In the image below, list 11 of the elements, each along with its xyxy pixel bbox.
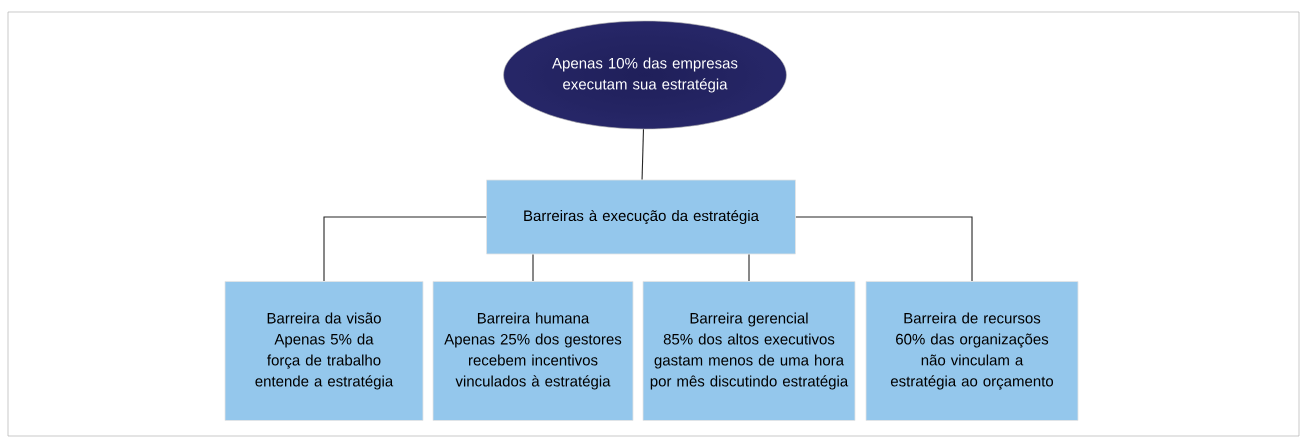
process-box: Barreira gerencial 85% dos altos executivos gastam menos de uma hora por mês discutindo estratégia bbox=[642, 281, 856, 421]
process-box: Barreira da visão Apenas 5% da força de trabalho entende a estratégia bbox=[224, 281, 424, 421]
process-box: Barreiras à execução da estratégia bbox=[486, 179, 796, 255]
connector-line bbox=[641, 128, 645, 181]
connector-line bbox=[532, 253, 534, 282]
process-box: Barreira de recursos 60% das organizações não vinculam a estratégia ao orçamento bbox=[865, 281, 1079, 421]
connector-line bbox=[795, 216, 973, 282]
process-box: Barreira humana Apenas 25% dos gestores recebem incentivos vinculados à estratégia bbox=[432, 281, 634, 421]
connector-line bbox=[748, 253, 750, 282]
connector-line bbox=[323, 216, 487, 282]
ellipse-node: Apenas 10% das empresas executam sua estratégia bbox=[503, 20, 787, 130]
